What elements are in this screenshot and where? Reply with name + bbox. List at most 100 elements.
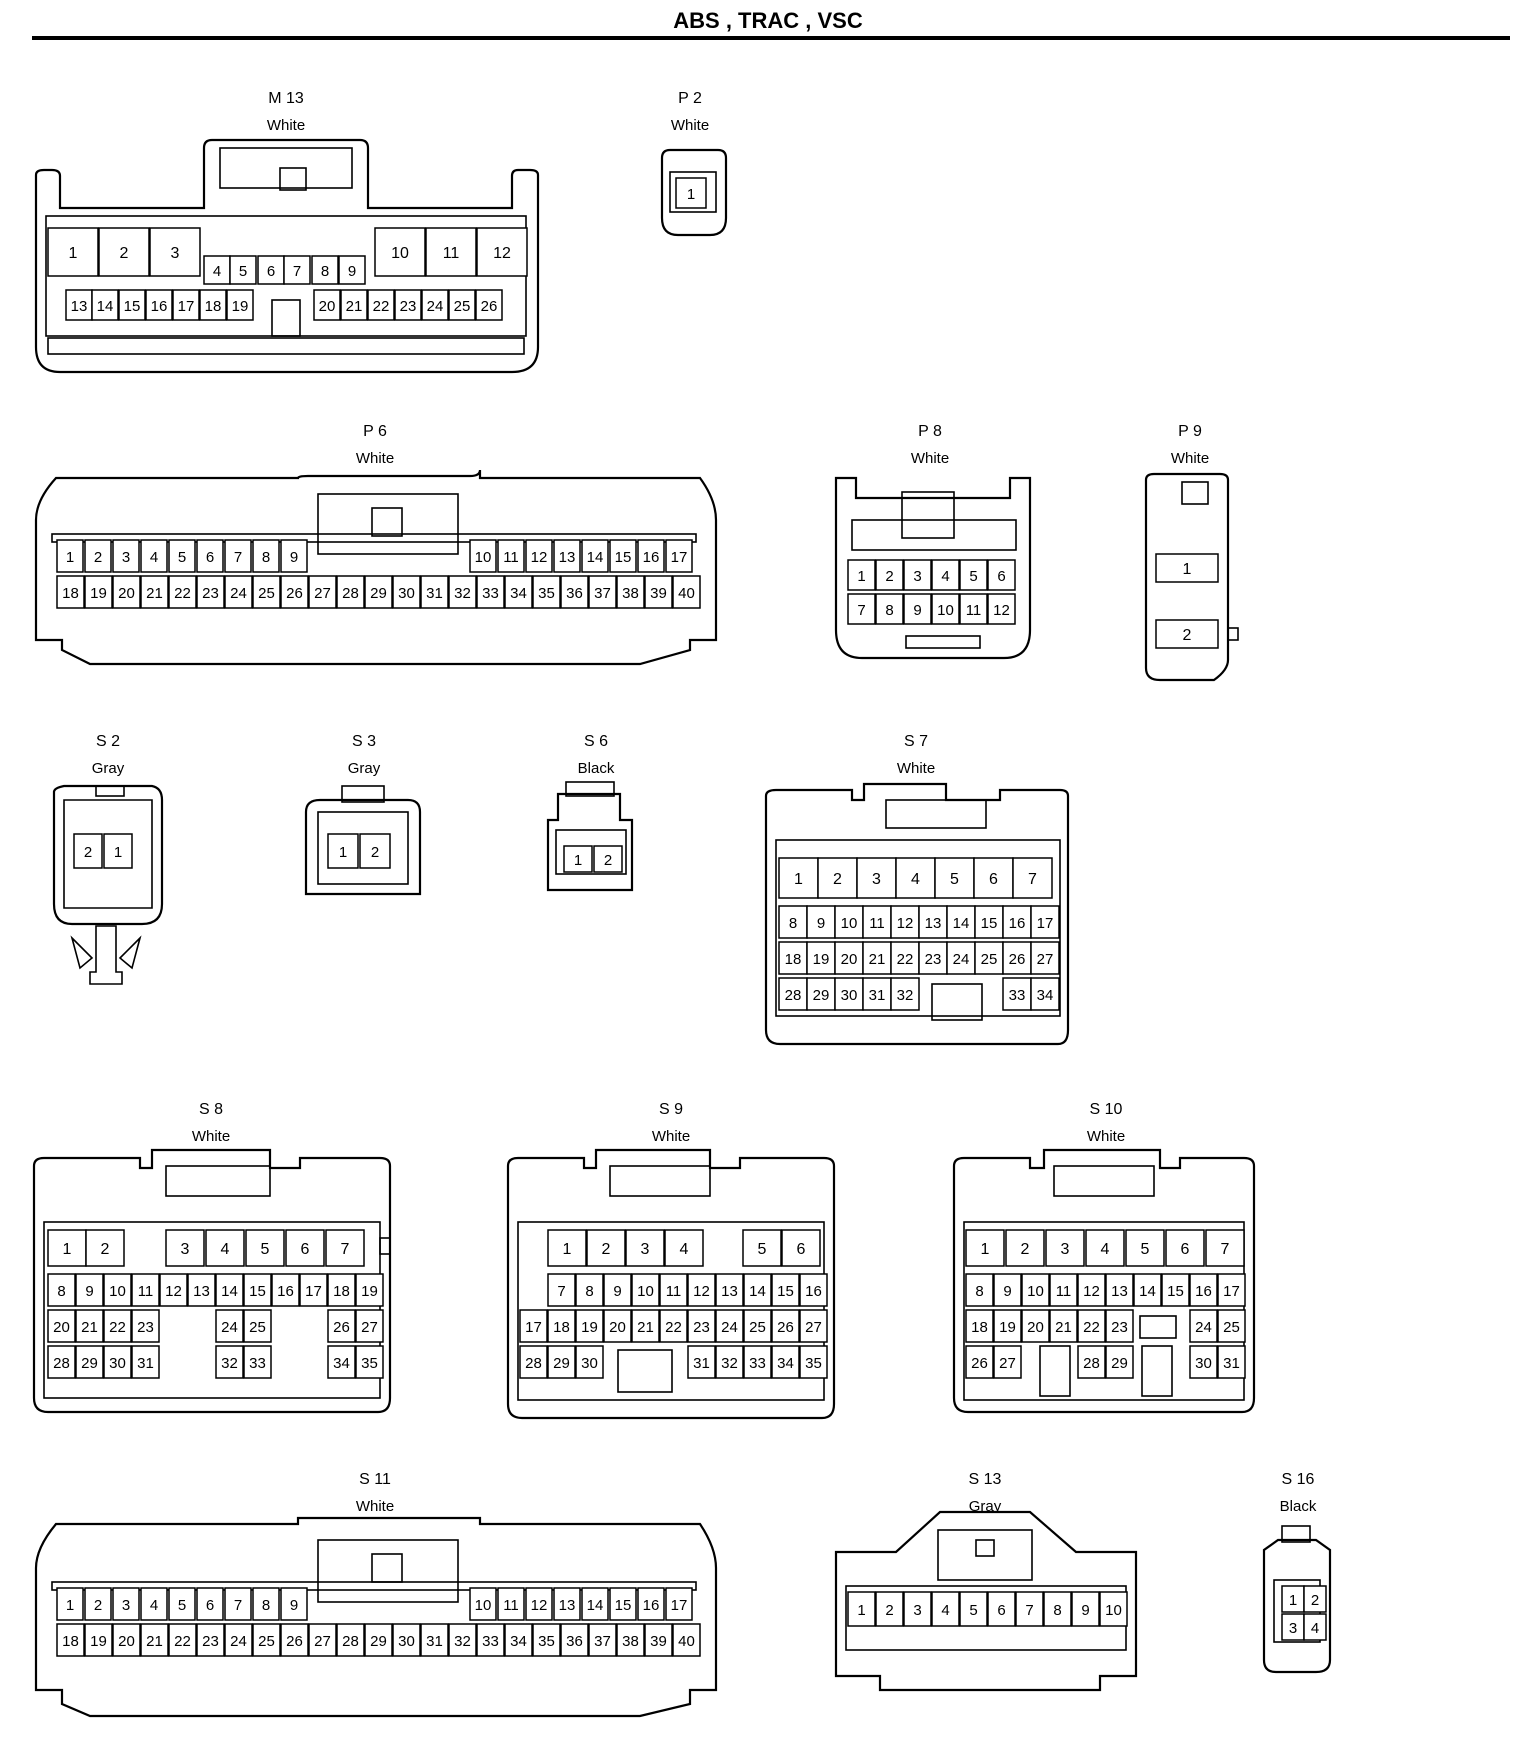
pin-number: 4 — [941, 1602, 949, 1619]
pin-cavity — [224, 575, 253, 609]
pin-cavity — [340, 289, 368, 321]
pin-number: 4 — [213, 263, 221, 280]
pin-cavity — [987, 559, 1016, 591]
pin-cavity — [687, 1345, 716, 1379]
connector-color-s9: White — [652, 1128, 690, 1145]
pin-number: 7 — [1025, 1602, 1033, 1619]
pin-cavity — [308, 1623, 337, 1657]
pin-cavity — [1165, 1229, 1205, 1267]
pin-number: 25 — [749, 1319, 766, 1336]
pin-number: 11 — [1056, 1283, 1072, 1300]
pin-number: 32 — [454, 585, 471, 602]
pin-cavity — [799, 1345, 828, 1379]
connector-housing-detail — [219, 147, 353, 189]
connector-housing-detail — [47, 337, 525, 355]
pin-cavity — [687, 1273, 716, 1307]
pin-number: 25 — [981, 951, 998, 968]
pin-cavity — [847, 1591, 876, 1627]
pin-cavity — [547, 1273, 576, 1307]
pin-number: 40 — [678, 1633, 695, 1650]
connector-housing-detail — [1039, 1345, 1071, 1397]
pin-cavity — [85, 1229, 125, 1267]
pin-cavity — [476, 575, 505, 609]
pin-cavity — [75, 1309, 104, 1343]
pin-number: 31 — [693, 1355, 710, 1372]
connector-housing-detail — [937, 1529, 1033, 1581]
pin-cavity — [215, 1345, 244, 1379]
pin-cavity — [581, 1587, 609, 1621]
pin-cavity — [1189, 1273, 1218, 1307]
pin-number: 18 — [553, 1319, 570, 1336]
pin-number: 4 — [911, 871, 920, 888]
pin-number: 1 — [574, 852, 582, 869]
pin-number: 18 — [971, 1319, 988, 1336]
pin-number: 29 — [81, 1355, 98, 1372]
pin-cavity — [98, 227, 150, 277]
pin-number: 19 — [581, 1319, 598, 1336]
pin-cavity — [715, 1309, 744, 1343]
pin-number: 22 — [109, 1319, 126, 1336]
pin-number: 1 — [63, 1241, 72, 1258]
pin-number: 1 — [857, 1602, 865, 1619]
pin-cavity — [205, 1229, 245, 1267]
pin-cavity — [560, 575, 589, 609]
pin-cavity — [1085, 1229, 1125, 1267]
connector-color-s2: Gray — [92, 760, 125, 777]
pin-cavity — [203, 255, 231, 285]
pin-number: 17 — [178, 298, 195, 315]
pin-number: 8 — [262, 1597, 270, 1614]
pin-number: 9 — [1081, 1602, 1089, 1619]
pin-cavity — [252, 1587, 280, 1621]
pin-number: 5 — [969, 568, 977, 585]
pin-number: 33 — [1009, 987, 1026, 1004]
pin-cavity — [504, 575, 533, 609]
connector-housing — [34, 469, 718, 666]
pin-cavity — [118, 289, 146, 321]
pin-number: 2 — [1311, 1592, 1319, 1609]
pin-number: 20 — [319, 298, 336, 315]
pin-number: 15 — [1167, 1283, 1184, 1300]
connector-color-s16: Black — [1280, 1498, 1317, 1515]
pin-cavity — [715, 1273, 744, 1307]
pin-number: 15 — [981, 915, 998, 932]
pin-number: 8 — [57, 1283, 65, 1300]
pin-number: 36 — [566, 585, 583, 602]
connector-code-s3: S 3 — [352, 733, 376, 750]
pin-number: 14 — [587, 549, 604, 566]
connector-color-p8: White — [911, 450, 949, 467]
pin-cavity — [504, 1623, 533, 1657]
pin-number: 39 — [650, 1633, 667, 1650]
connector-housing-detail — [609, 1165, 711, 1197]
pin-number: 11 — [443, 245, 460, 262]
pin-cavity — [959, 1591, 988, 1627]
pin-number: 30 — [398, 585, 415, 602]
pin-cavity — [672, 575, 701, 609]
connector-color-s3: Gray — [348, 760, 381, 777]
connector-code-m13: M 13 — [268, 90, 304, 107]
pin-cavity — [224, 1587, 252, 1621]
pin-cavity — [1217, 1345, 1246, 1379]
pin-number: 24 — [230, 585, 247, 602]
pin-number: 26 — [333, 1319, 350, 1336]
pin-cavity — [903, 559, 932, 591]
pin-number: 13 — [1111, 1283, 1128, 1300]
pin-cavity — [847, 559, 876, 591]
pin-number: 13 — [721, 1283, 738, 1300]
pin-cavity — [659, 1309, 688, 1343]
pin-cavity — [285, 1229, 325, 1267]
pin-cavity — [469, 1587, 497, 1621]
connector-housing-detail — [901, 491, 955, 539]
pin-cavity — [672, 1623, 701, 1657]
pin-cavity — [563, 845, 593, 873]
pin-cavity — [311, 255, 339, 285]
pin-number: 14 — [749, 1283, 766, 1300]
pin-number: 11 — [666, 1283, 682, 1300]
pin-cavity — [847, 593, 876, 625]
pin-number: 5 — [950, 871, 959, 888]
pin-cavity — [84, 1587, 112, 1621]
pin-cavity — [987, 1591, 1016, 1627]
pin-cavity — [476, 227, 528, 277]
connector-color-m13: White — [267, 117, 305, 134]
